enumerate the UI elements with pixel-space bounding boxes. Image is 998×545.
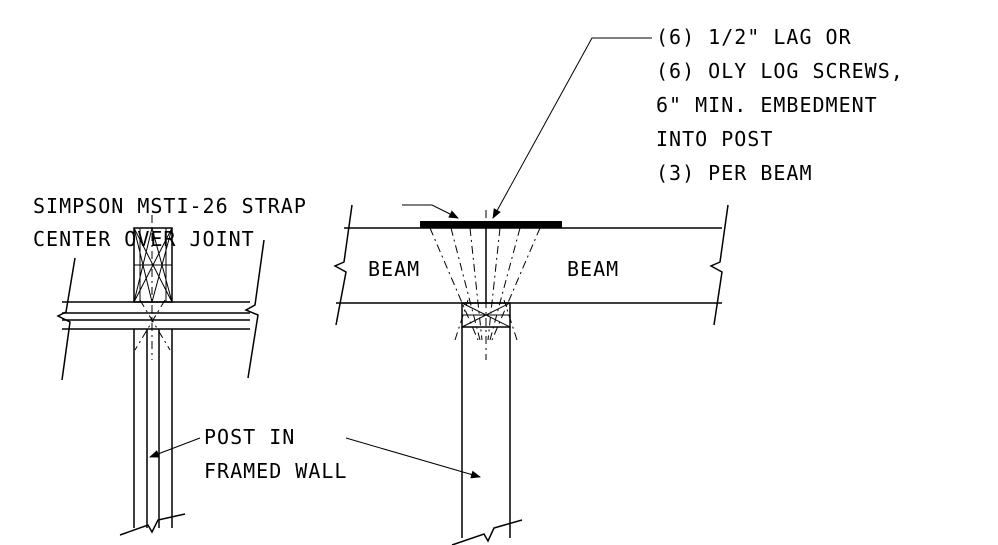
- leaders: [149, 37, 652, 479]
- post-note-line-1: POST IN: [204, 425, 295, 449]
- left-wall-section: [56, 215, 265, 536]
- lag-note-line-4: INTO POST: [656, 127, 773, 151]
- beam-label-left: BEAM: [368, 257, 420, 281]
- lag-note-line-2: (6) OLY LOG SCREWS,: [656, 59, 904, 83]
- post-note-line-2: FRAMED WALL: [204, 459, 347, 483]
- lag-note-line-5: (3) PER BEAM: [656, 161, 813, 185]
- right-beam-section: [333, 204, 729, 545]
- beam-label-right: BEAM: [567, 257, 619, 281]
- strap-plate: [420, 221, 562, 228]
- strap-note-line-2: CENTER OVER JOINT: [33, 227, 255, 251]
- strap-note-line-1: SIMPSON MSTI-26 STRAP: [33, 194, 307, 218]
- lag-note-line-3: 6" MIN. EMBEDMENT: [656, 93, 878, 117]
- lag-note-line-1: (6) 1/2" LAG OR: [656, 25, 852, 49]
